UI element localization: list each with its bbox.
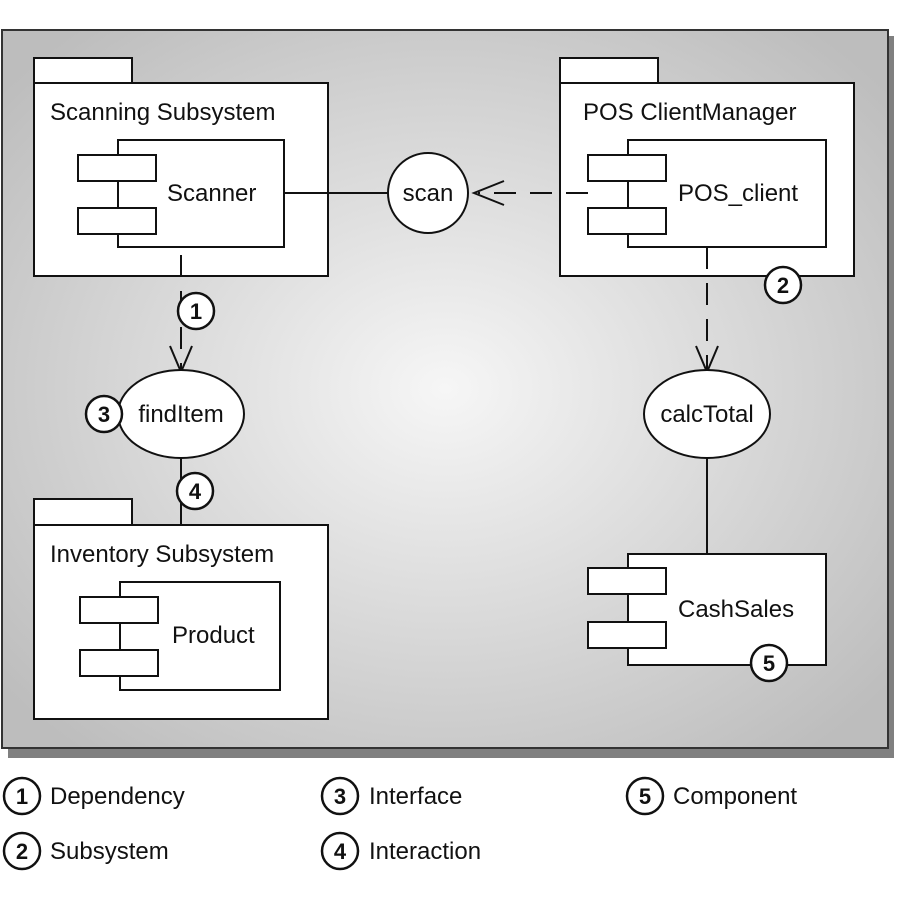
callout-number: 4: [189, 479, 202, 504]
package-label: Inventory Subsystem: [50, 541, 274, 568]
legend-number: 1: [16, 784, 28, 809]
legend-label: Interface: [369, 783, 462, 810]
component-port-top: [77, 154, 157, 182]
package-tab: [559, 57, 659, 84]
callout-3: 3: [84, 394, 124, 434]
interface-label: calcTotal: [660, 401, 753, 428]
interface-circle: [387, 152, 469, 234]
scan-arrowhead: [471, 180, 505, 206]
legend-label: Subsystem: [50, 838, 169, 865]
component-port-bottom: [79, 649, 159, 677]
callout-number: 1: [190, 299, 202, 324]
component-port-bottom: [77, 207, 157, 235]
legend-item-interaction: 4 Interaction: [320, 831, 481, 871]
legend: 1 Dependency 2 Subsystem 3 Interface 4 I…: [2, 776, 797, 871]
legend-number: 5: [639, 784, 651, 809]
package-tab: [33, 57, 133, 84]
component-scanner: Scanner: [77, 139, 285, 248]
component-product: Product: [79, 581, 281, 691]
component-label: POS_client: [678, 180, 798, 207]
component-port-top: [587, 154, 667, 182]
component-label: CashSales: [678, 596, 794, 623]
interface-find-item: findItem: [117, 369, 245, 459]
callout-2: 2: [763, 265, 803, 305]
component-pos-client: POS_client: [587, 139, 827, 248]
interface-calc-total: calcTotal: [643, 369, 771, 459]
component-label: Scanner: [167, 180, 256, 207]
interface-label: scan: [403, 180, 454, 207]
component-port-bottom: [587, 621, 667, 649]
component-port-top: [79, 596, 159, 624]
legend-number: 4: [334, 839, 347, 864]
callout-1: 1: [176, 291, 216, 331]
legend-item-component: 5 Component: [625, 776, 797, 816]
component-port-top: [587, 567, 667, 595]
legend-number: 2: [16, 839, 28, 864]
legend-label: Interaction: [369, 838, 481, 865]
callout-number: 3: [98, 402, 110, 427]
callout-4: 4: [175, 471, 215, 511]
legend-item-dependency: 1 Dependency: [2, 776, 185, 816]
package-tab: [33, 498, 133, 526]
component-cash-sales: CashSales: [587, 553, 827, 666]
package-label: Scanning Subsystem: [50, 99, 275, 126]
interface-label: findItem: [138, 401, 223, 428]
legend-label: Component: [673, 783, 797, 810]
component-label: Product: [172, 622, 255, 649]
legend-item-subsystem: 2 Subsystem: [2, 831, 169, 871]
interface-scan: scan: [387, 152, 469, 234]
interface-ellipse: [643, 369, 771, 459]
callout-5: 5: [749, 643, 789, 683]
legend-number: 3: [334, 784, 346, 809]
package-label: POS ClientManager: [583, 99, 796, 126]
component-port-bottom: [587, 207, 667, 235]
legend-item-interface: 3 Interface: [320, 776, 462, 816]
legend-label: Dependency: [50, 783, 185, 810]
callout-number: 5: [763, 651, 775, 676]
callout-number: 2: [777, 273, 789, 298]
